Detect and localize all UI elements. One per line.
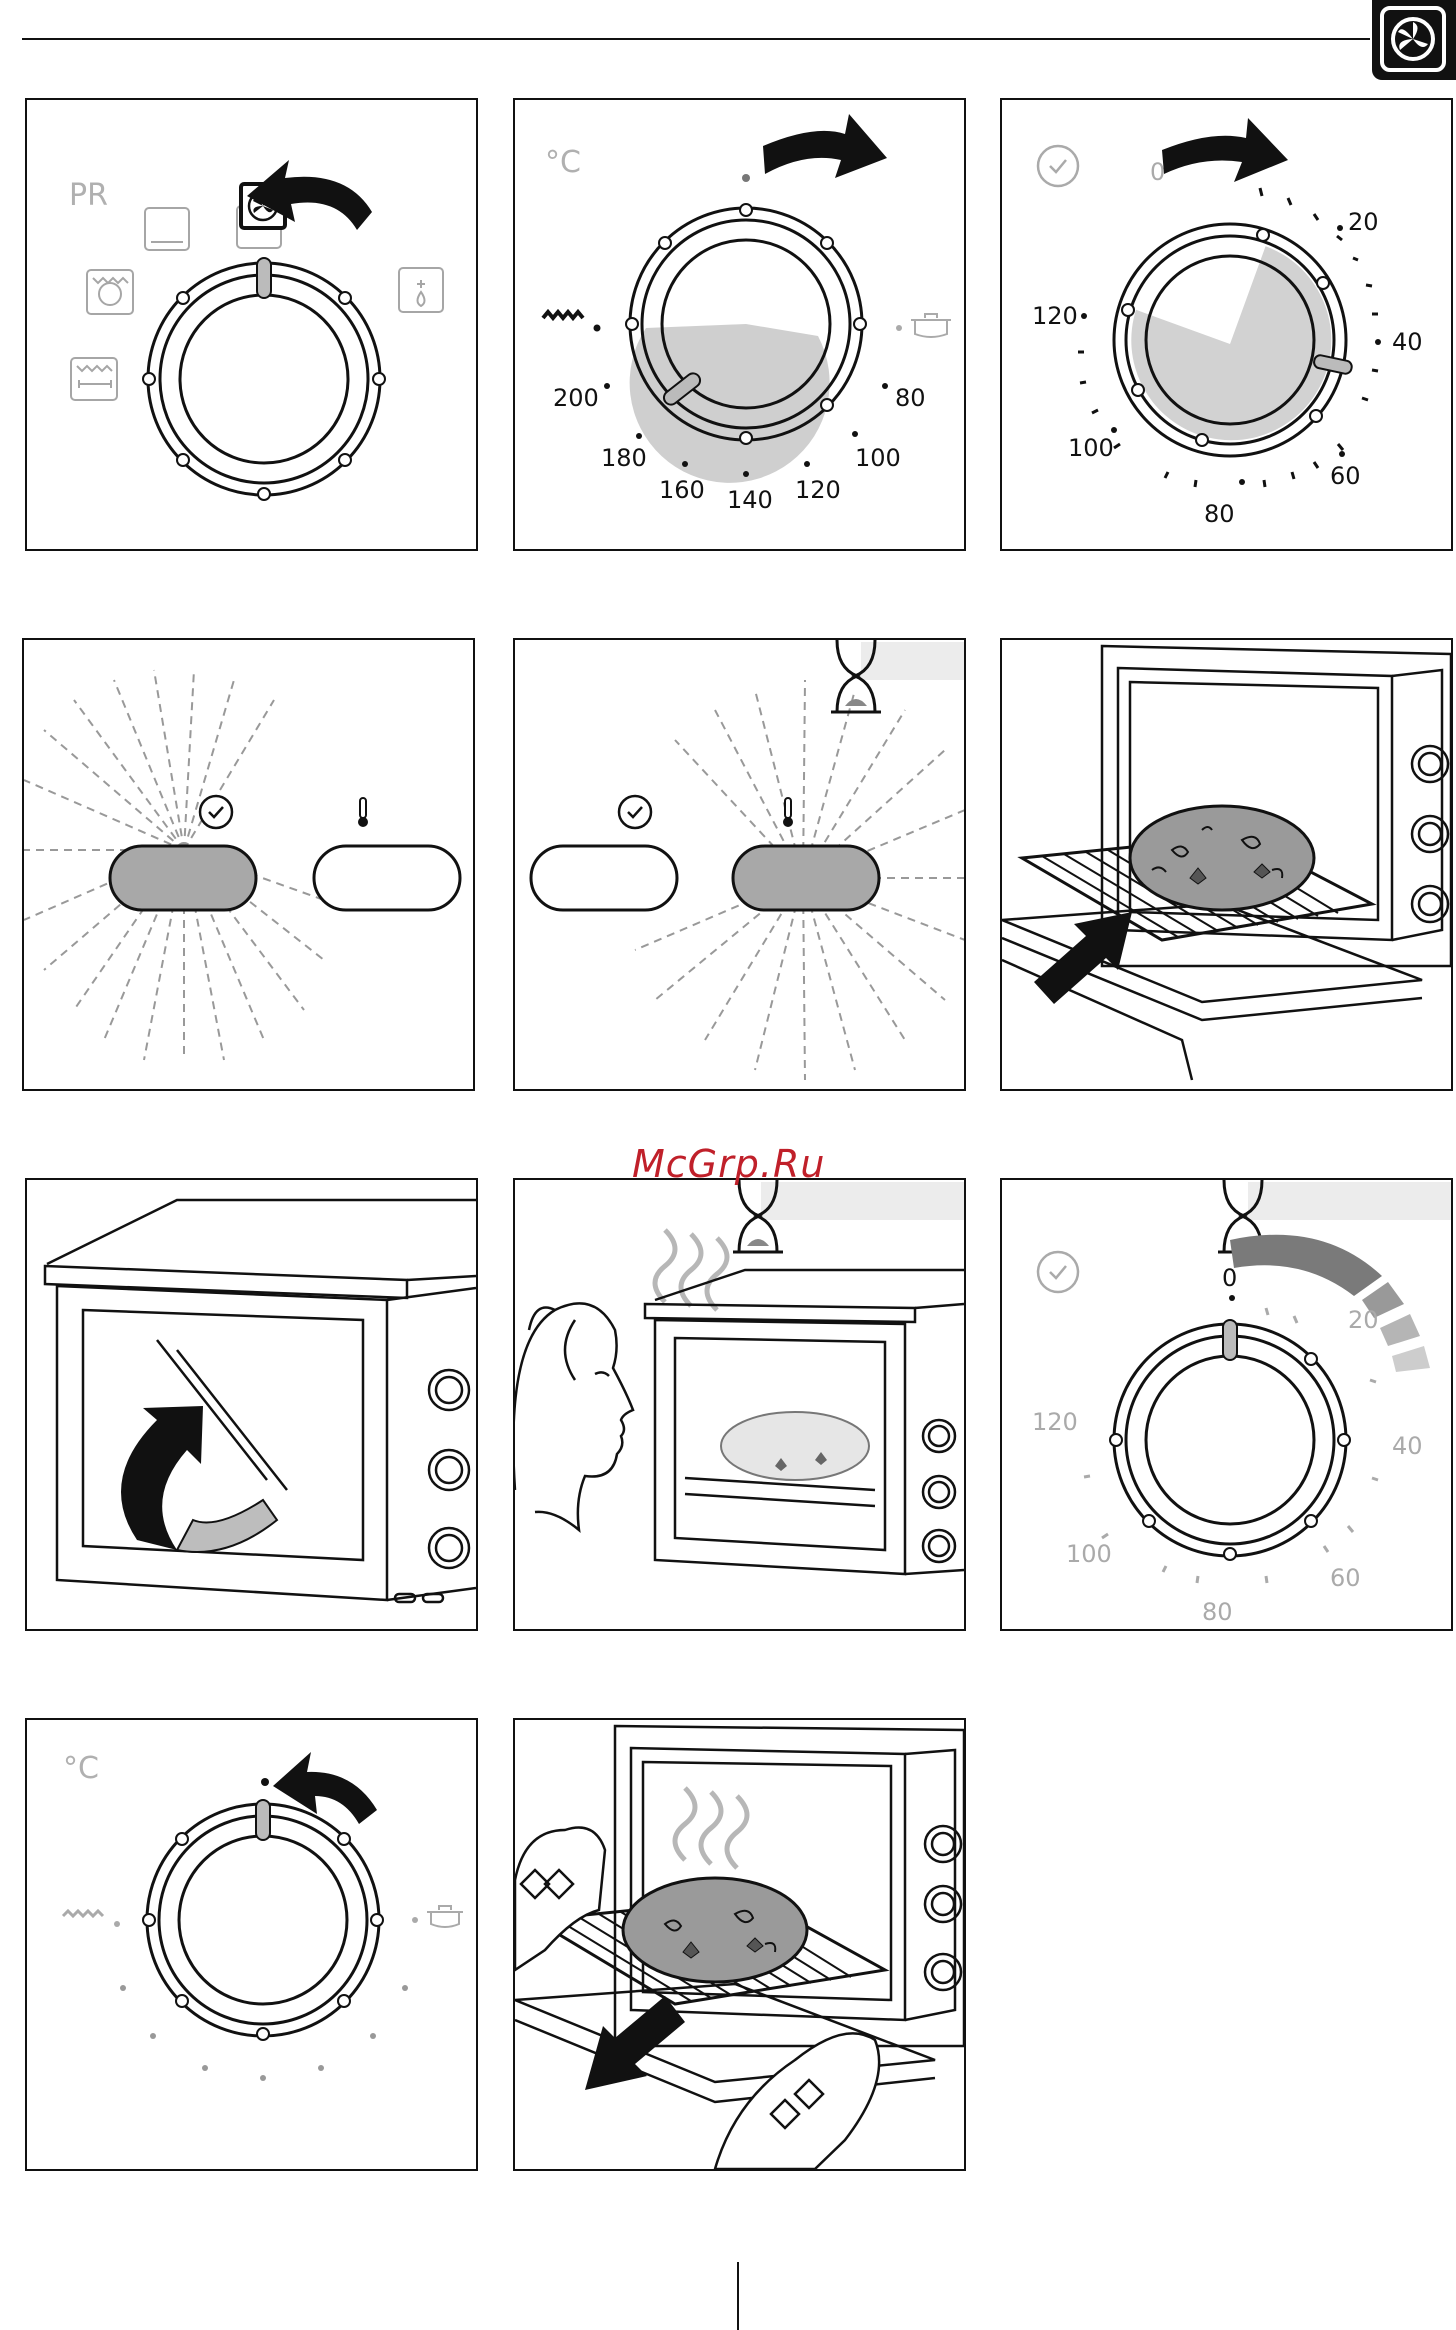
svg-text:80: 80 [895,384,926,412]
step-set-temperature: °C 80 100 120 140 160 180 200 [513,98,966,551]
step-cooking [513,1178,966,1631]
grill-icon [543,312,583,318]
rotate-right-arrow [763,114,887,178]
svg-text:80: 80 [1202,1598,1233,1626]
svg-text:160: 160 [659,476,705,504]
fan-oven-icon [1372,0,1456,80]
clock-icon [1038,146,1078,186]
step-thermostat-indicator-on [513,638,966,1091]
grill-icon [63,1911,103,1916]
temperature-unit: °C [63,1751,99,1786]
oven-closed [45,1200,476,1602]
pot-icon [911,314,951,337]
function-icons [71,206,443,400]
thermostat-indicator-off [314,846,460,910]
pizza [1130,806,1314,910]
svg-text:40: 40 [1392,1432,1423,1460]
svg-text:0: 0 [1222,1264,1237,1292]
pizza [623,1878,807,1982]
thermostat-knob[interactable] [143,1800,383,2040]
timer-knob[interactable] [1103,212,1359,468]
svg-text:60: 60 [1330,1564,1361,1592]
svg-text:40: 40 [1392,328,1423,356]
hourglass-icon [733,1180,964,1252]
step-timer-indicator-on [22,638,475,1091]
svg-text:100: 100 [1066,1540,1112,1568]
pizza [721,1412,869,1480]
rotate-right-arrow [1162,118,1288,182]
countdown-arc [1230,1235,1430,1372]
svg-text:0: 0 [1150,158,1165,186]
svg-text:140: 140 [727,486,773,514]
thermometer-icon [783,798,793,827]
rotate-left-arrow [273,1752,377,1824]
steam [655,1230,727,1310]
svg-text:100: 100 [1068,434,1114,462]
thermostat-knob[interactable] [626,204,866,483]
timer-knob[interactable] [1110,1320,1350,1560]
step-set-timer: 0 20 40 60 80 100 120 [1000,98,1453,551]
step-close-door [25,1178,478,1631]
svg-text:20: 20 [1348,1306,1379,1334]
watermark: McGrp.Ru [632,1142,825,1186]
svg-text:80: 80 [1204,500,1235,528]
hourglass-icon [831,640,964,712]
svg-text:200: 200 [553,384,599,412]
header-rule [22,38,1370,40]
person-face [515,1303,633,1530]
step-function-selector: PR [25,98,478,551]
svg-text:60: 60 [1330,462,1361,490]
step-insert-pizza [1000,638,1453,1091]
function-knob[interactable] [143,258,385,500]
thermometer-icon [358,798,368,827]
oven-mitt-left [515,1828,605,1971]
steam [675,1788,747,1868]
svg-text:20: 20 [1348,208,1379,236]
svg-text:180: 180 [601,444,647,472]
svg-text:120: 120 [795,476,841,504]
temperature-unit: °C [545,145,581,180]
svg-text:120: 120 [1032,302,1078,330]
programme-label: PR [69,178,108,213]
svg-text:120: 120 [1032,1408,1078,1436]
thermostat-indicator-lit [733,846,879,910]
timer-indicator-off [531,846,677,910]
oven-mitt-right [715,2033,879,2169]
timer-indicator-lit [110,846,256,910]
step-timer-end: 0 20 40 60 80 100 120 [1000,1178,1453,1631]
clock-icon [1038,1252,1078,1292]
step-thermostat-off: °C [25,1718,478,2171]
pot-icon [427,1906,463,1927]
step-remove-pizza [513,1718,966,2171]
svg-text:100: 100 [855,444,901,472]
footer-rule [737,2262,739,2330]
clock-icon [619,796,651,828]
clock-icon [200,796,232,828]
